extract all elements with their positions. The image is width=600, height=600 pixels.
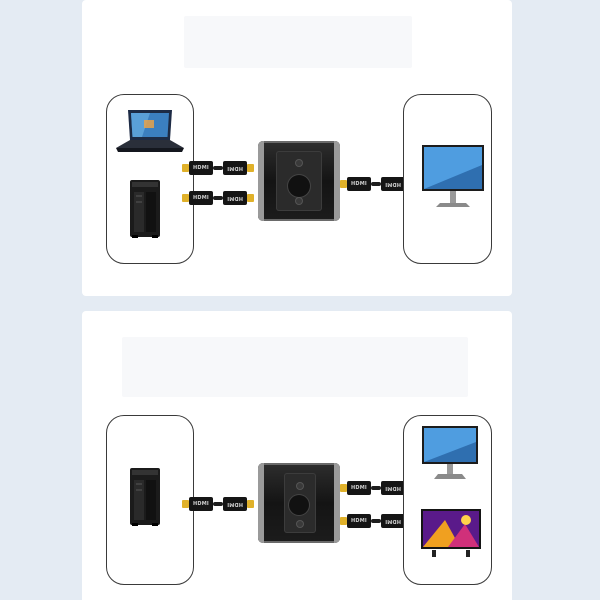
hdmi-plug-label: HDMI — [381, 514, 405, 528]
hdmi-cable: HDMI HDMI — [340, 481, 412, 495]
hdmi-plug-label: HDMI — [347, 514, 371, 528]
hdmi-plug-label: HDMI — [189, 161, 213, 175]
indicator-light — [296, 198, 302, 204]
hdmi-plug-label: HDMI — [189, 497, 213, 511]
indicator-light — [297, 521, 303, 527]
hdmi-cable: HDMI HDMI — [340, 514, 412, 528]
tv-icon — [421, 509, 481, 557]
hdmi-cable: HDMI HDMI — [182, 191, 254, 205]
hdmi-cable: HDMI HDMI — [182, 497, 254, 511]
hdmi-switcher — [258, 463, 340, 543]
desktop-tower-icon — [130, 180, 160, 238]
hdmi-plug-label: HDMI — [381, 481, 405, 495]
switch-button — [288, 175, 310, 197]
desktop-tower-icon — [130, 468, 160, 526]
hdmi-plug-label: HDMI — [223, 191, 247, 205]
hdmi-cable: HDMI HDMI — [182, 161, 254, 175]
indicator-light — [297, 483, 303, 489]
hdmi-switcher — [258, 141, 340, 221]
indicator-light — [296, 160, 302, 166]
hdmi-cable: HDMI HDMI — [340, 177, 412, 191]
hdmi-plug-label: HDMI — [347, 177, 371, 191]
hdmi-plug-label: HDMI — [223, 497, 247, 511]
title-placeholder — [122, 337, 468, 397]
hdmi-plug-label: HDMI — [381, 177, 405, 191]
hdmi-plug-label: HDMI — [189, 191, 213, 205]
switch-button — [289, 495, 309, 515]
title-placeholder — [184, 16, 412, 68]
hdmi-plug-label: HDMI — [223, 161, 247, 175]
monitor-icon — [422, 426, 478, 479]
hdmi-plug-label: HDMI — [347, 481, 371, 495]
monitor-icon — [422, 145, 484, 207]
laptop-icon — [116, 110, 184, 152]
